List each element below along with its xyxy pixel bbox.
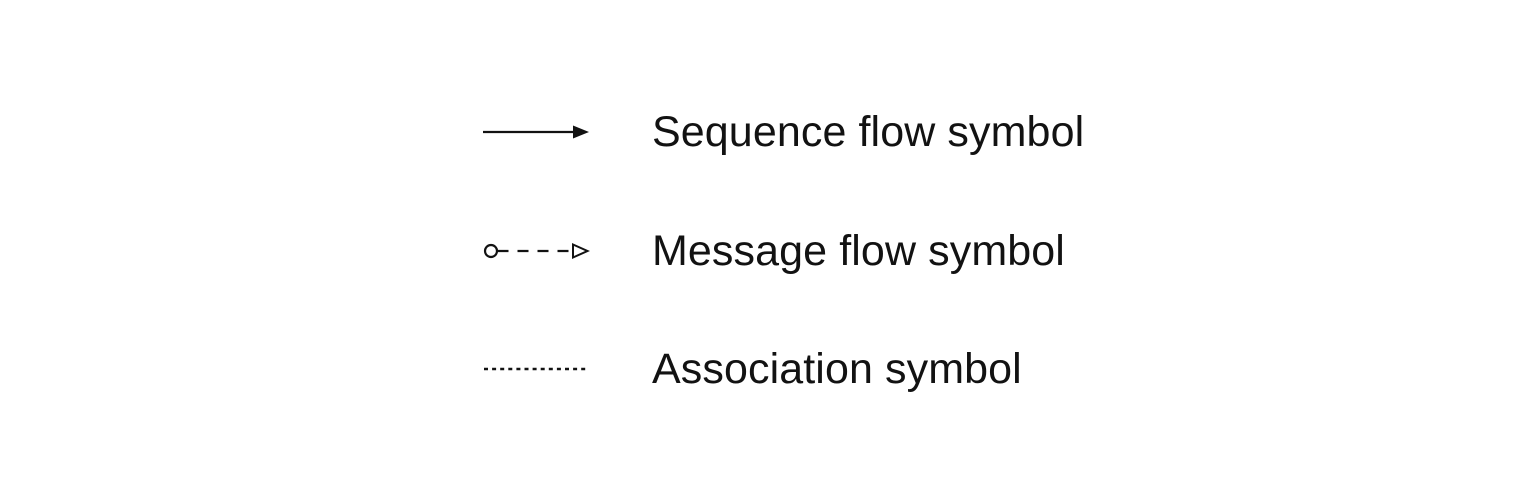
filled-triangle-arrowhead-icon bbox=[573, 125, 589, 139]
legend-label: Association symbol bbox=[652, 345, 1022, 393]
message-flow-symbol-cell bbox=[483, 227, 652, 275]
sequence-flow-symbol bbox=[483, 125, 589, 139]
legend-label: Message flow symbol bbox=[652, 227, 1065, 275]
legend-row: Association symbol bbox=[483, 345, 1022, 393]
open-circle-icon bbox=[483, 243, 499, 259]
open-triangle-arrowhead-icon bbox=[572, 242, 590, 260]
association-symbol bbox=[484, 367, 589, 371]
legend-label: Sequence flow symbol bbox=[652, 108, 1085, 156]
legend-row: Sequence flow symbol bbox=[483, 108, 1084, 156]
sequence-flow-symbol-cell bbox=[483, 108, 652, 156]
association-symbol-cell bbox=[483, 345, 652, 393]
message-flow-symbol bbox=[483, 242, 590, 260]
legend-row: Message flow symbol bbox=[483, 227, 1065, 275]
